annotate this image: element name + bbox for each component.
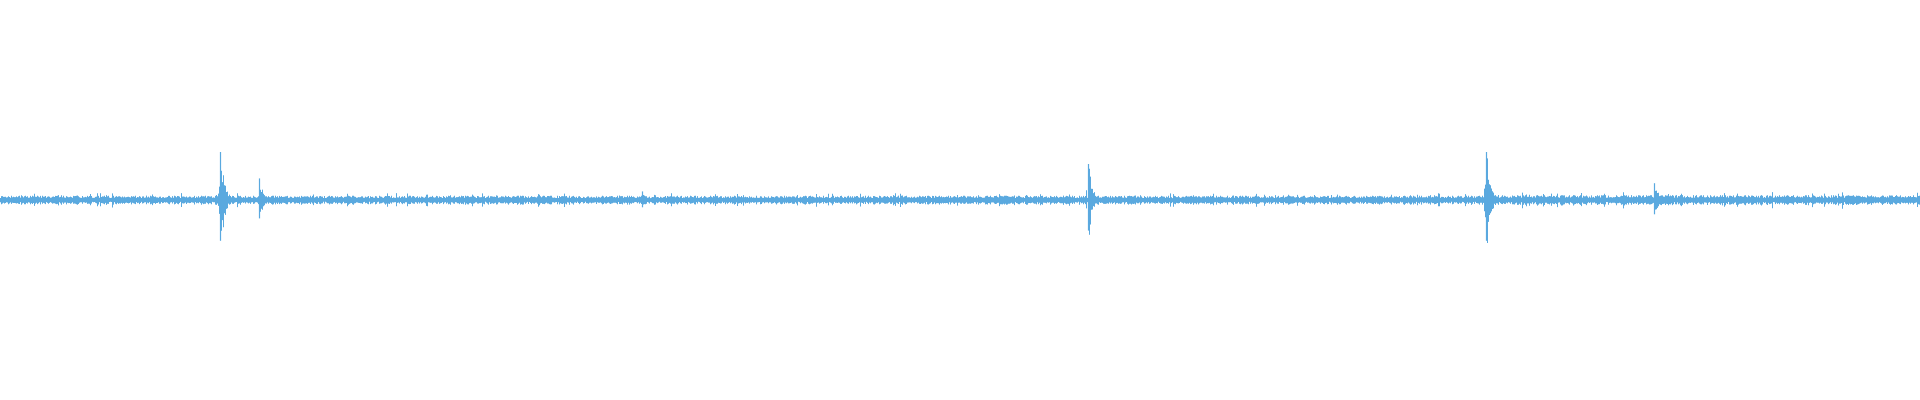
waveform-transients	[219, 152, 1656, 241]
waveform-bars	[0, 158, 1920, 243]
waveform-signal	[0, 158, 1920, 243]
